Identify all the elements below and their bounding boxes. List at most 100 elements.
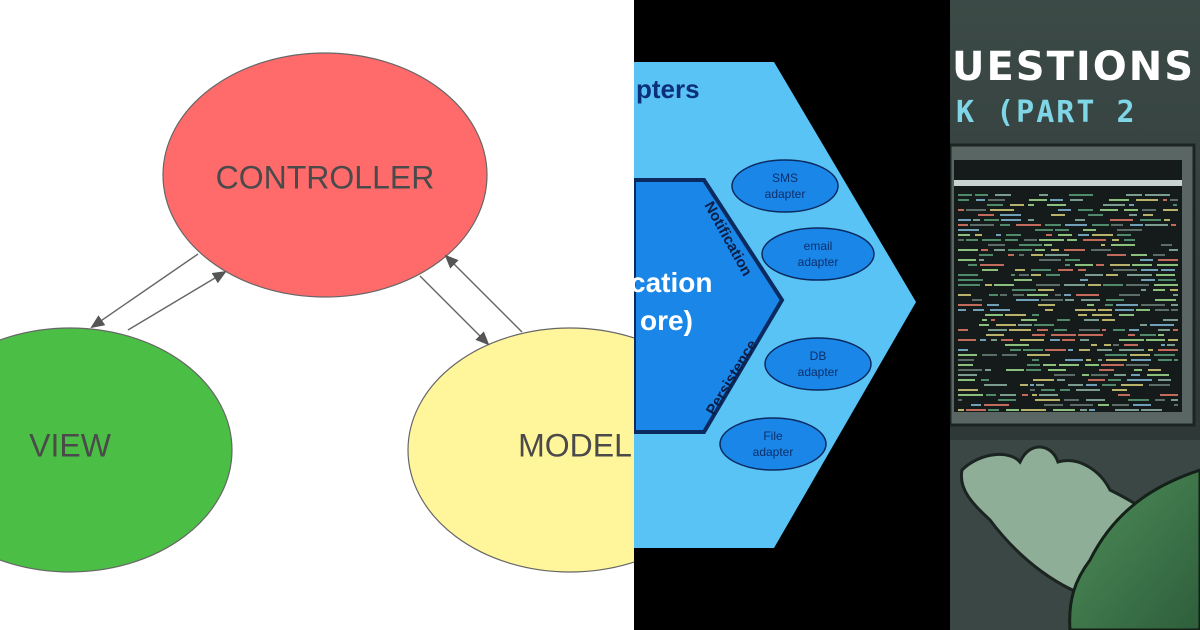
code-streak [1016, 299, 1039, 301]
code-streak [1064, 399, 1079, 401]
code-streak [1106, 359, 1127, 361]
code-streak [958, 364, 973, 366]
code-streak [1146, 339, 1165, 341]
code-streak [1039, 394, 1058, 396]
artwork-panel: UESTIONS K (PART 2 [950, 0, 1200, 630]
code-streak [1112, 389, 1127, 391]
code-streak [958, 339, 976, 341]
code-streak [1101, 364, 1124, 366]
code-streak [1106, 299, 1124, 301]
code-streak [1091, 344, 1097, 346]
code-streak [1158, 334, 1164, 336]
code-streak [1128, 399, 1149, 401]
code-streak [1008, 254, 1014, 256]
code-streak [1140, 324, 1147, 326]
code-streak [1038, 304, 1055, 306]
code-streak [990, 209, 1014, 211]
adapter-sms-line1: SMS [772, 171, 798, 185]
adapter-db-line2: adapter [798, 365, 839, 379]
code-streak [1158, 329, 1170, 331]
adapter-email: email adapter [761, 227, 875, 281]
code-streak [958, 374, 977, 376]
code-streak [1131, 359, 1151, 361]
code-streak [994, 249, 1005, 251]
code-streak [1170, 289, 1178, 291]
code-streak [1019, 274, 1029, 276]
code-streak [985, 369, 991, 371]
code-streak [982, 269, 998, 271]
code-streak [1075, 264, 1093, 266]
code-streak [1129, 214, 1137, 216]
code-streak [1141, 269, 1158, 271]
code-streak [1083, 239, 1106, 241]
code-streak [1084, 319, 1099, 321]
code-streak [988, 199, 1005, 201]
code-streak [1098, 309, 1112, 311]
code-streak [1006, 234, 1021, 236]
code-streak [1016, 224, 1041, 226]
code-streak [989, 294, 998, 296]
artwork-illustration: UESTIONS K (PART 2 [950, 0, 1200, 630]
code-streak [1006, 409, 1019, 411]
code-streak [1100, 209, 1118, 211]
code-streak [1092, 224, 1109, 226]
code-streak [1054, 329, 1067, 331]
code-streak [1119, 294, 1140, 296]
code-streak [1173, 294, 1178, 296]
code-streak [975, 234, 982, 236]
code-streak [1099, 369, 1114, 371]
code-streak [1037, 329, 1048, 331]
code-streak [958, 354, 977, 356]
code-streak [1171, 309, 1178, 311]
code-streak [1133, 404, 1151, 406]
code-streak [1117, 234, 1131, 236]
code-streak [1140, 219, 1161, 221]
code-streak [958, 329, 968, 331]
code-streak [1012, 289, 1036, 291]
code-streak [1013, 294, 1024, 296]
code-streak [1148, 349, 1153, 351]
code-streak [1167, 344, 1175, 346]
code-streak [1091, 374, 1108, 376]
code-streak [1020, 384, 1028, 386]
monitor-code-lines [958, 194, 1178, 411]
model-label: MODEL [518, 427, 632, 463]
code-streak [1038, 289, 1054, 291]
code-streak [1111, 244, 1135, 246]
code-streak [1027, 364, 1040, 366]
code-streak [1104, 344, 1111, 346]
code-streak [1031, 269, 1051, 271]
code-streak [1083, 229, 1096, 231]
code-streak [1118, 394, 1130, 396]
code-streak [1070, 404, 1093, 406]
adapter-file-line1: File [763, 429, 783, 443]
adapter-email-line2: adapter [798, 255, 839, 269]
code-streak [1005, 239, 1018, 241]
code-streak [972, 299, 982, 301]
code-streak [984, 219, 999, 221]
code-streak [1030, 384, 1034, 386]
code-streak [1121, 384, 1143, 386]
code-streak [1163, 209, 1178, 211]
code-streak [1127, 274, 1152, 276]
code-streak [1171, 399, 1178, 401]
code-streak [1140, 334, 1156, 336]
code-streak [1018, 324, 1032, 326]
code-streak [1065, 299, 1074, 301]
core-label-line2: ore) [640, 305, 693, 336]
code-streak [1112, 239, 1119, 241]
code-streak [1065, 264, 1070, 266]
code-streak [958, 409, 964, 411]
code-streak [1169, 249, 1178, 251]
code-streak [996, 324, 1016, 326]
code-streak [987, 304, 999, 306]
code-streak [958, 279, 983, 281]
code-streak [1064, 284, 1085, 286]
code-streak [998, 399, 1016, 401]
code-streak [994, 284, 1014, 286]
code-streak [1103, 284, 1123, 286]
controller-node [162, 52, 488, 298]
code-streak [1111, 224, 1123, 226]
code-streak [1015, 269, 1025, 271]
code-streak [1168, 339, 1178, 341]
